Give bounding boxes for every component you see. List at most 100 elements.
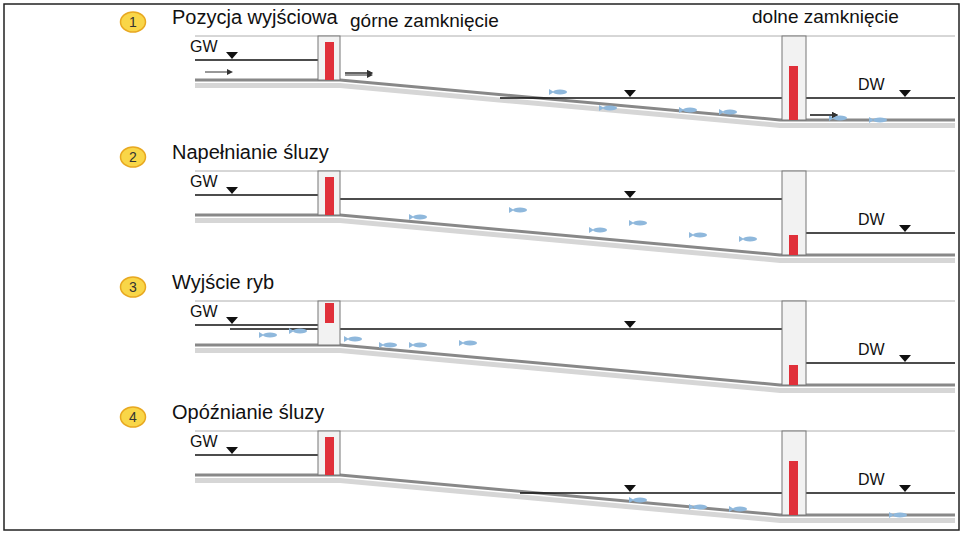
fish-tail	[689, 504, 694, 510]
fish-tail	[599, 105, 604, 111]
lower-gate-structure	[782, 301, 806, 385]
water-level-label: DW	[858, 211, 885, 229]
upper-gate	[325, 42, 334, 80]
upper-gate-structure	[318, 171, 340, 215]
water-level-label: GW	[190, 173, 218, 191]
chamber-water-line	[230, 328, 782, 330]
lower-water-line	[806, 232, 955, 234]
fish-tail	[259, 332, 264, 338]
fish-tail	[869, 117, 874, 123]
flow-arrow	[810, 115, 832, 116]
top-line	[195, 431, 955, 432]
step-number-circle: 1	[119, 8, 147, 36]
fish-tail	[589, 227, 594, 233]
flow-arrow-head	[832, 112, 838, 118]
fish-tail	[509, 207, 514, 213]
step-number: 4	[129, 410, 137, 424]
lower-gate	[789, 66, 798, 120]
circle-shape	[121, 147, 146, 167]
water-level-label: GW	[190, 433, 218, 451]
water-level-label: GW	[190, 303, 218, 321]
fish-tail	[629, 220, 634, 226]
fish	[873, 117, 887, 122]
fish	[383, 342, 397, 347]
upper-gate	[325, 437, 334, 475]
water-level-mark	[899, 225, 911, 232]
lower-water-line	[806, 492, 955, 494]
chamber-water-line	[340, 198, 782, 200]
fish-tail	[459, 340, 464, 346]
water-level-mark	[624, 485, 636, 492]
water-level-label: DW	[858, 471, 885, 489]
flow-arrow-head	[227, 69, 233, 75]
upper-gate-structure	[318, 36, 340, 80]
caption-label: Wyjście ryb	[172, 271, 274, 294]
fish	[413, 342, 427, 347]
upper-gate-structure	[318, 301, 340, 345]
flow-arrow	[205, 72, 227, 73]
circle-shape	[121, 277, 146, 297]
fish-tail	[719, 109, 724, 115]
fish	[733, 506, 747, 511]
water-level-mark	[624, 90, 636, 97]
caption-label: dolne zamknięcie	[752, 6, 899, 28]
step-number: 2	[129, 150, 137, 164]
water-level-mark	[624, 191, 636, 198]
fish	[633, 220, 647, 225]
lower-gate	[789, 461, 798, 515]
water-level-mark	[226, 187, 238, 194]
fish	[593, 227, 607, 232]
flow-arrow	[345, 73, 367, 74]
fish-tail	[409, 214, 414, 220]
chamber-water-line	[520, 492, 782, 494]
upper-gate-structure	[318, 431, 340, 475]
upper-water-line	[195, 454, 322, 456]
circle-shape	[121, 407, 146, 427]
water-level-mark	[226, 447, 238, 454]
caption-label: Opóźnianie śluzy	[172, 401, 324, 424]
step-number-circle: 2	[119, 143, 147, 171]
frame	[4, 4, 959, 530]
water-level-mark	[226, 317, 238, 324]
fish-tail	[689, 232, 694, 238]
lower-gate-structure	[782, 36, 806, 120]
caption-label: Napełnianie śluzy	[172, 141, 329, 164]
top-line	[195, 301, 955, 302]
step-number-circle: 4	[119, 403, 147, 431]
fish	[293, 328, 307, 333]
circle-shape	[121, 12, 146, 32]
fish-tail	[739, 236, 744, 242]
lower-water-line	[806, 362, 955, 364]
fish	[723, 109, 737, 114]
fish	[683, 107, 697, 112]
flow-arrow-head	[832, 112, 838, 118]
fish	[743, 236, 757, 241]
fish-tail	[889, 512, 894, 518]
channel-bed-fill	[195, 83, 955, 128]
lower-gate	[789, 365, 798, 385]
upper-gate	[325, 303, 334, 323]
lower-gate	[789, 235, 798, 255]
water-level-label: GW	[190, 38, 218, 56]
fish-tail	[289, 328, 294, 334]
flow-arrow	[810, 115, 832, 116]
fish	[693, 232, 707, 237]
upper-water-line	[195, 194, 322, 196]
chamber-water-line	[500, 97, 782, 99]
water-level-label: DW	[858, 76, 885, 94]
upper-water-line	[195, 59, 322, 61]
fish	[893, 512, 907, 517]
water-level-mark	[899, 355, 911, 362]
fish-tail	[549, 89, 554, 95]
top-line	[195, 36, 955, 37]
water-level-mark	[624, 321, 636, 328]
fish-tail	[679, 107, 684, 113]
lower-gate-structure	[782, 431, 806, 515]
fish	[348, 336, 362, 341]
flow-arrow	[345, 75, 367, 76]
upper-gate	[325, 177, 334, 215]
water-level-mark	[226, 52, 238, 59]
channel-bed-fill	[195, 348, 955, 393]
